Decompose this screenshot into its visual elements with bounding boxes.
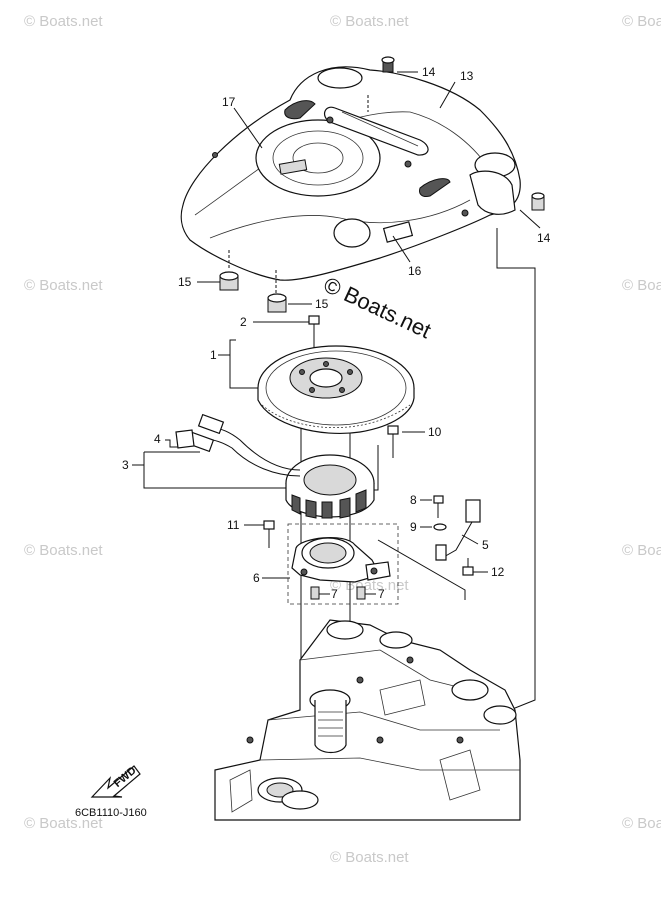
watermark-center: © Boats.net [320, 272, 435, 343]
callout-10: 10 [428, 425, 442, 439]
callout-7b: 7 [378, 587, 385, 601]
callout-17: 17 [222, 95, 236, 109]
callout-15b: 15 [315, 297, 329, 311]
engine-block [214, 619, 521, 821]
watermark-tile: © Boats.net [622, 277, 661, 294]
flywheel-magneto [257, 345, 415, 435]
watermark-tile: © Boats.net [622, 13, 661, 30]
callout-2: 2 [240, 315, 247, 329]
callout-6: 6 [253, 571, 260, 585]
watermark-tile: © Boats.net [330, 849, 409, 866]
watermark-tile: © Boats.net [622, 815, 661, 832]
callout-7a: 7 [331, 587, 338, 601]
fwd-arrow: FWD [90, 765, 141, 798]
callout-3: 3 [122, 458, 129, 472]
callout-12: 12 [491, 565, 505, 579]
flywheel-cover [180, 66, 521, 281]
stator-assembly [175, 413, 375, 519]
small-parts [219, 56, 545, 600]
callout-13: 13 [460, 69, 474, 83]
watermark-tile: © Boats.net [622, 542, 661, 559]
callout-14a: 14 [422, 65, 436, 79]
callout-1: 1 [210, 348, 217, 362]
watermark-tile: © Boats.net [24, 542, 103, 559]
callout-9: 9 [410, 520, 417, 534]
drawing-code: 6CB1110-J160 [75, 807, 147, 819]
callout-15a: 15 [178, 275, 192, 289]
callout-11: 11 [227, 518, 240, 532]
callout-8: 8 [410, 493, 417, 507]
watermark-tile: © Boats.net [24, 13, 103, 30]
pulser-base [287, 499, 481, 605]
callout-4: 4 [154, 432, 161, 446]
callout-16: 16 [408, 264, 422, 278]
callout-5: 5 [482, 538, 489, 552]
watermark-tile: © Boats.net [330, 13, 409, 30]
callouts: 1 2 3 4 5 6 7 7 8 9 10 11 12 13 14 14 15… [122, 65, 551, 601]
watermark-tile: © Boats.net [24, 277, 103, 294]
watermark-tile: © Boats.net [24, 815, 103, 832]
callout-14b: 14 [537, 231, 551, 245]
